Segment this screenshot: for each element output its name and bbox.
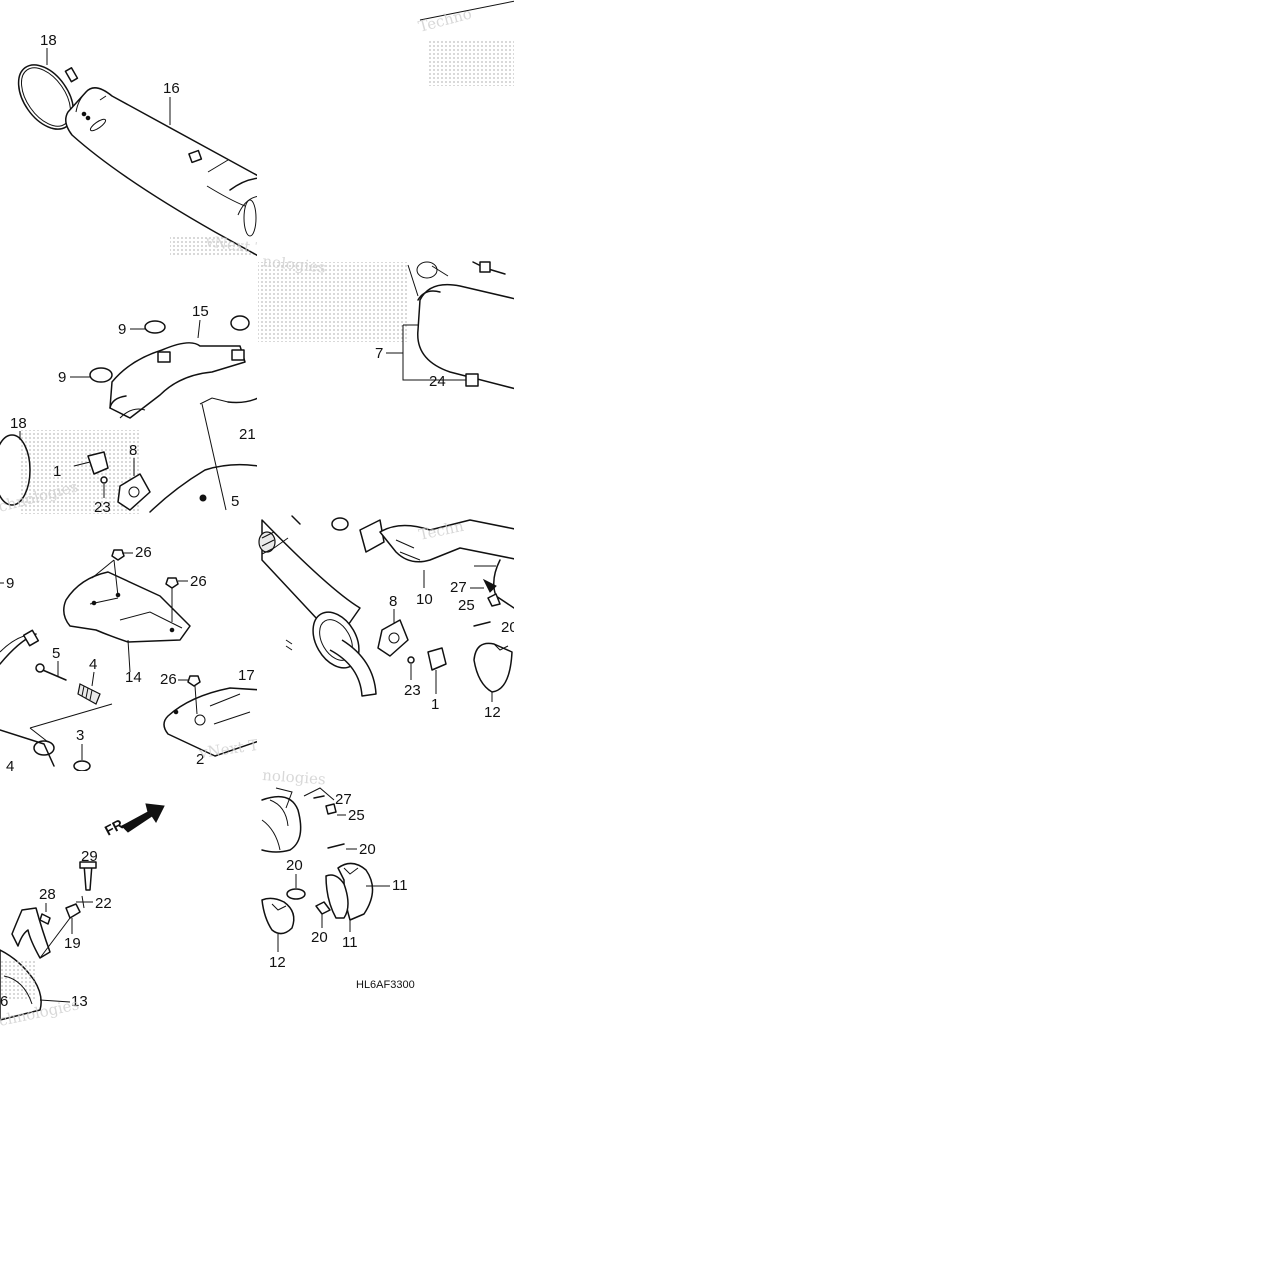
tile-exhaust-pipe-10: 8 10 27 25 20 23 1 12 Techn: [258, 515, 518, 721]
nut-26: [165, 577, 179, 589]
stay-bracket: [11, 907, 51, 959]
callout-label: 18: [10, 415, 27, 432]
callout-label: 22: [95, 895, 112, 912]
muffler-body: [149, 463, 257, 513]
callout-label: 14: [125, 669, 142, 686]
callout-label: 13: [71, 993, 88, 1010]
callout-label: 10: [416, 591, 433, 608]
callout-label: 26: [190, 573, 207, 590]
callout-label: 24: [429, 373, 446, 390]
tile-heat-shield-16: vNext Technologies 18 16: [17, 32, 257, 257]
pipe-cover-15: [109, 342, 246, 419]
callout-label: 11: [342, 934, 358, 951]
tile-guards-11-12: 27 25 20 20 11 20 11 12 HL6AF3300 nologi…: [261, 766, 415, 991]
callout-label: 7: [375, 345, 383, 362]
callout-label: 1: [53, 463, 61, 480]
callout-label: 11: [392, 877, 408, 894]
heat-cover-14: [63, 571, 191, 643]
callout-label: 27: [450, 579, 467, 596]
callout-label: 3: [76, 727, 84, 744]
tail-pipe: [329, 639, 377, 697]
heat-shield-16: [65, 87, 257, 257]
tile-muffler-7: 7 24 nologies: [258, 257, 514, 390]
clip-nut-25: [325, 803, 337, 815]
callout-label: 1: [431, 696, 439, 713]
callout-label: 21: [239, 426, 256, 443]
callout-label: 12: [484, 704, 501, 721]
heat-cover-17: [163, 687, 257, 757]
drawing-code: HL6AF3300: [356, 979, 415, 991]
nut-26: [187, 675, 201, 687]
callout-label: 28: [39, 886, 56, 903]
callout-label: 2: [196, 751, 204, 768]
band-clamp-18: [0, 434, 31, 506]
clip-20: [286, 888, 306, 900]
callout-label: 6: [0, 993, 8, 1010]
bolt-28: [39, 913, 51, 925]
tile-covers-14-17: 26 26 9 5 4 14 26 17 3 4 2 vNext Te: [0, 544, 257, 775]
callout-label: 20: [359, 841, 376, 858]
clamp-9: [144, 320, 166, 334]
callout-label: 15: [192, 303, 209, 320]
exhaust-pipe-10: [379, 519, 514, 563]
callout-label: 9: [6, 575, 14, 592]
callout-label: 5: [231, 493, 239, 510]
gasket-8: [117, 473, 151, 511]
callout-label: 8: [389, 593, 397, 610]
svg-text:nologies: nologies: [262, 766, 327, 788]
callout-label: 25: [458, 597, 475, 614]
gasket-3: [73, 760, 91, 771]
callout-label: 18: [40, 32, 57, 49]
guard-12: [261, 897, 295, 935]
clip-20: [327, 843, 345, 849]
callout-label: 25: [348, 807, 365, 824]
clip-20: [473, 621, 491, 627]
muffler-outlet: [261, 519, 361, 631]
tile-watermark-corner: Techno: [416, 0, 514, 86]
gasket-8: [377, 619, 409, 657]
svg-text:Techno: Techno: [416, 4, 473, 35]
callout-label: 20: [501, 619, 518, 636]
clip-20: [315, 901, 331, 915]
nut-26: [111, 549, 125, 561]
drain-bolt-24: [465, 373, 479, 387]
muffler-7: [417, 283, 514, 390]
callout-label: 20: [311, 929, 328, 946]
clamp-9: [89, 367, 113, 383]
arrow-icon: [121, 803, 165, 833]
callout-label: 19: [64, 935, 81, 952]
callout-label: 9: [118, 321, 126, 338]
callout-label: 29: [81, 848, 98, 865]
direction-label: FR.: [102, 814, 129, 839]
spring-4: [77, 683, 101, 705]
callout-label: 27: [335, 791, 352, 808]
callout-label: 4: [6, 758, 14, 775]
callout-label: 20: [286, 857, 303, 874]
callout-label: 5: [52, 645, 60, 662]
callout-label: 12: [269, 954, 286, 971]
tile-pipe-cover-15: 15 9 9 21 18 8 1 23 5 chnologies: [0, 303, 257, 516]
callout-label: 9: [58, 369, 66, 386]
guard-11: [325, 874, 349, 919]
bracket-1: [87, 451, 109, 475]
callout-label: 16: [163, 80, 180, 97]
tile-bracket-6: FR. 29 28 22 19 6 13 chnologies: [0, 803, 165, 1028]
callout-label: 8: [129, 442, 137, 459]
callout-label: 26: [135, 544, 152, 561]
guard-12: [473, 642, 513, 693]
callout-label: 23: [94, 499, 111, 516]
callout-label: 26: [160, 671, 177, 688]
callout-label: 17: [238, 667, 255, 684]
front-direction-arrow: FR.: [102, 803, 165, 839]
collar-19: [65, 903, 81, 919]
callout-label: 23: [404, 682, 421, 699]
bracket-1: [427, 647, 447, 671]
callout-label: 4: [89, 656, 97, 673]
